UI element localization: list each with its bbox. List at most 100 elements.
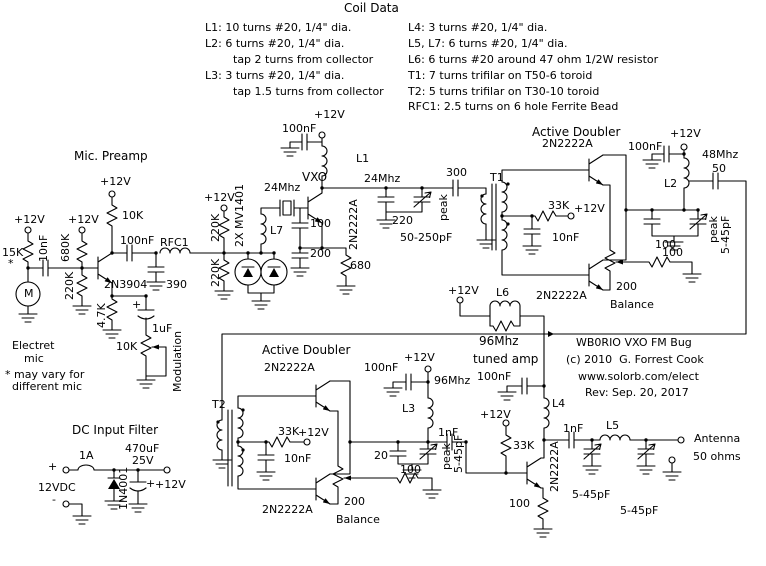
label-q-2n3904: 2N3904 (104, 278, 148, 291)
label-t2: T2 (212, 398, 226, 411)
coil-note-l2: L2: 6 turns #20, 1/4" dia. (205, 37, 345, 50)
doubler2-title: Active Doubler (262, 343, 351, 357)
label-d2-pot-200: 200 (344, 495, 365, 508)
label-12vdc: 12VDC (38, 481, 76, 494)
label-vxo-c200: 200 (310, 247, 331, 260)
coil-note-l2-tap: tap 2 turns from collector (233, 53, 374, 66)
label-electret-1: Electret (12, 339, 55, 352)
label-d2-balance: Balance (336, 513, 380, 526)
label-c-50: 50 (712, 162, 726, 175)
label-50-250pf: 50-250pF (400, 231, 453, 244)
label-l7: L7 (270, 224, 284, 237)
label-rfc1: RFC1 (160, 236, 189, 249)
label-mic-note-1: * may vary for (5, 368, 85, 381)
mic-symbol-letter: M (24, 287, 34, 300)
label-out-trim-1: 5-45pF (572, 488, 611, 501)
label-node-24mhz: 24Mhz (364, 172, 401, 185)
label-c-220: 220 (392, 214, 413, 227)
label-d1-c100: 100 (655, 238, 676, 251)
mic-preamp-title: Mic. Preamp (74, 149, 148, 163)
title-block-line-4: Rev: Sep. 20, 2017 (585, 386, 689, 399)
label-d1-trim: 5-45pF (719, 215, 732, 254)
coil-note-l1: L1: 10 turns #20, 1/4" dia. (205, 21, 352, 34)
label-vxo-q: 2N2222A (347, 199, 360, 250)
label-c-1uf-plus: + (132, 298, 142, 311)
coil-note-l3: L3: 3 turns #20, 1/4" dia. (205, 69, 345, 82)
label-c-300: 300 (446, 166, 467, 179)
label-l4: L4 (552, 397, 566, 410)
label-vxo-c100: 100 (310, 217, 331, 230)
title-block-line-1: WB0RIO VXO FM Bug (576, 336, 692, 349)
label-dc-12v-out: +12V (155, 478, 186, 491)
label-d2-12v: +12V (298, 426, 329, 439)
label-amp-r100: 100 (509, 497, 530, 510)
coil-note-t1: T1: 7 turns trifilar on T50-6 toroid (408, 69, 593, 82)
label-dc-plus: + (48, 460, 58, 473)
label-pot-10k: 10K (116, 340, 138, 353)
label-d2-10nf: 10nF (284, 452, 312, 465)
label-c-10nf-in: 10nF (37, 234, 50, 262)
label-d1-10nf: 10nF (552, 231, 580, 244)
label-d2-33k: 33K (278, 425, 300, 438)
label-50-ohms: 50 ohms (693, 450, 741, 463)
label-amp-100nf: 100nF (477, 370, 512, 383)
label-d1-q-top: 2N2222A (542, 137, 593, 150)
label-r-220k-a: 220K (209, 213, 222, 242)
label-dc-minus: - (52, 493, 56, 506)
coil-note-rfc1: RFC1: 2.5 turns on 6 hole Ferrite Bead (408, 100, 619, 113)
label-varactor-mv1401: 2X MV1401 (233, 183, 246, 247)
label-d1-balance: Balance (610, 298, 654, 311)
label-amp-12v: +12V (480, 408, 511, 421)
coil-note-l4: L4: 3 turns #20, 1/4" dia. (408, 21, 548, 34)
label-d1-r100: 100 (662, 246, 683, 259)
label-mic-12v-3: +12V (100, 175, 131, 188)
label-l6-12v: +12V (448, 284, 479, 297)
label-antenna: Antenna (694, 432, 741, 445)
label-48mhz: 48Mhz (702, 148, 739, 161)
label-amp-1nf-out: 1nF (563, 422, 584, 435)
label-amp-1nf-in: 1nF (438, 426, 459, 439)
label-d1-33k: 33K (548, 199, 570, 212)
label-mic-12v-2: +12V (68, 213, 99, 226)
label-l3: L3 (402, 402, 416, 415)
label-r-220k-b: 220K (209, 258, 222, 287)
label-c-1uf: 1uF (152, 322, 173, 335)
label-l6: L6 (496, 286, 510, 299)
label-vxo-peak: peak (437, 194, 450, 221)
label-c-20: 20 (374, 449, 388, 462)
coil-note-t2: T2: 5 turns trifilar on T30-10 toroid (408, 85, 600, 98)
label-r-15k: 15K (2, 246, 24, 259)
coil-note-l3-tap: tap 1.5 turns from collector (233, 85, 384, 98)
label-r-680k: 680K (59, 233, 72, 262)
label-amp-33k: 33K (513, 439, 535, 452)
label-vxo-12v: +12V (314, 108, 345, 121)
label-xtal-24mhz: 24Mhz (264, 181, 301, 194)
coil-data-title: Coil Data (344, 1, 399, 15)
label-l5: L5 (606, 419, 620, 432)
doubler1-title: Active Doubler (532, 125, 621, 139)
label-l1: L1 (356, 152, 370, 165)
label-d1-100nf: 100nF (628, 140, 663, 153)
label-cap-plus: + (146, 477, 156, 490)
label-r-10k-coll: 10K (122, 209, 144, 222)
coil-note-l5l7: L5, L7: 6 turns #20, 1/4" dia. (408, 37, 568, 50)
coil-note-l6: L6: 6 turns #20 around 47 ohm 1/2W resis… (408, 53, 659, 66)
label-fuse-1a: 1A (79, 449, 94, 462)
label-modulation: Modulation (171, 330, 184, 392)
label-d2-r100: 100 (400, 463, 421, 476)
label-vxo-100nf: 100nF (282, 122, 317, 135)
label-diode-1n4001: 1N4001 (117, 466, 130, 510)
label-d2-q-top: 2N2222A (264, 361, 315, 374)
dc-filter-title: DC Input Filter (72, 423, 159, 437)
label-t1: T1 (490, 171, 504, 184)
label-mic-12v-1: +12V (14, 213, 45, 226)
label-d2-trim: 5-45pF (452, 434, 465, 473)
tuned-amp-title-1: 96Mhz (479, 334, 519, 348)
label-d1-12v: +12V (574, 202, 605, 215)
label-c-390: 390 (166, 278, 187, 291)
label-out-trim-2: 5-45pF (620, 504, 659, 517)
label-d2-100nf: 100nF (364, 361, 399, 374)
label-r-4.7k: 4.7K (95, 303, 108, 328)
